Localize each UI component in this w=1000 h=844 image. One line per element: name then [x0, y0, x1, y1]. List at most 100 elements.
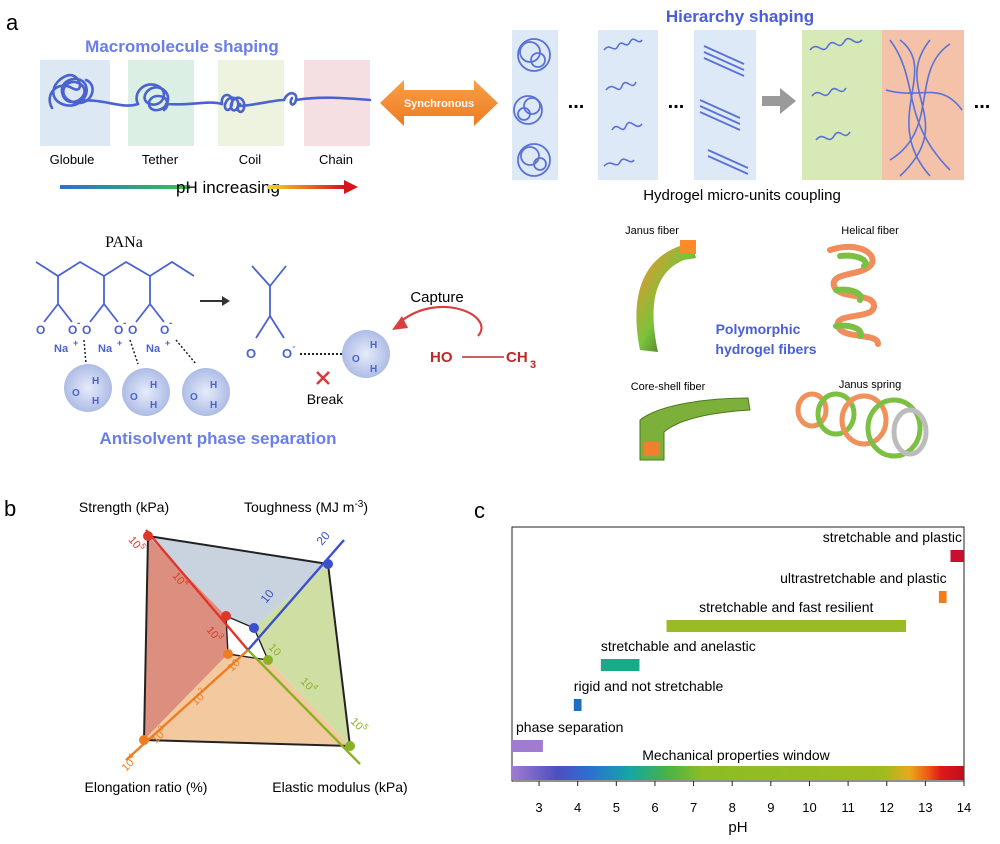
point-toughness-min	[249, 623, 259, 633]
x-tick-label: 5	[613, 800, 620, 815]
janus-spring-shape	[795, 391, 929, 459]
quadrant-elongation-modulus	[144, 654, 350, 746]
svg-text:O: O	[352, 354, 360, 365]
polymer-chain	[48, 73, 372, 114]
x-tick-label: 3	[535, 800, 542, 815]
point-elongation-min	[223, 649, 233, 659]
capture-arrow	[399, 305, 483, 337]
x-tick-label: 6	[651, 800, 658, 815]
point-strength-min	[221, 611, 231, 621]
strength-title: Strength (kPa)	[79, 499, 169, 515]
point-toughness-max	[323, 559, 333, 569]
helical-fiber-label: Helical fiber	[841, 225, 899, 237]
janus-fiber-label: Janus fiber	[625, 225, 679, 237]
mechanical-window-label: Mechanical properties window	[642, 747, 830, 763]
antisolvent-label: Antisolvent phase separation	[99, 429, 336, 448]
point-elongation-max	[139, 735, 149, 745]
ph-gradient-right	[268, 185, 344, 189]
na-ion: Na	[98, 343, 113, 355]
svg-text:H: H	[92, 376, 99, 387]
synchronous-label: Synchronous	[404, 98, 474, 110]
bar-label: stretchable and fast resilient	[699, 599, 873, 615]
capture-label: Capture	[410, 289, 463, 306]
axis-modulus	[247, 649, 361, 765]
minus-sign: -	[77, 318, 80, 329]
point-modulus-min	[263, 655, 273, 665]
x-tick-label: 8	[729, 800, 736, 815]
bar-label: stretchable and plastic	[823, 529, 962, 545]
na-ion: Na	[146, 343, 161, 355]
mechanical-window-bar	[512, 766, 964, 780]
stage-coil: Coil	[239, 152, 262, 167]
svg-text:104: 104	[118, 751, 141, 774]
modulus-title: Elastic modulus (kPa)	[272, 779, 407, 795]
x-tick-label: 13	[918, 800, 932, 815]
core-shell-shape	[639, 397, 751, 461]
chain-bundles	[699, 45, 749, 175]
pana-structure	[35, 260, 195, 323]
minus-sign: -	[123, 318, 126, 329]
pana-atoms: O O - O O - O O - Na + Na + Na +	[36, 318, 172, 355]
water-atoms: OHH OHH OHH	[72, 376, 217, 411]
break-label: Break	[307, 391, 345, 407]
svg-text:H: H	[150, 380, 157, 391]
na-ion: Na	[54, 343, 69, 355]
bar-phase-separation	[512, 740, 543, 752]
ellipsis-3: ...	[974, 91, 991, 113]
bar-label: rigid and not stretchable	[574, 678, 724, 694]
coupled-network	[809, 37, 963, 177]
hierarchy-title: Hierarchy shaping	[666, 7, 814, 26]
janus-fiber-tip	[680, 240, 696, 254]
bar-label: stretchable and anelastic	[601, 638, 756, 654]
janus-spring-label: Janus spring	[839, 379, 901, 391]
svg-text:H: H	[370, 364, 377, 375]
quadrant-strength-toughness	[148, 536, 328, 628]
x-tick-label: 14	[957, 800, 971, 815]
bar-label: ultrastretchable and plastic	[780, 570, 947, 586]
reaction-arrow	[200, 296, 230, 306]
water-molecules	[64, 364, 230, 416]
strength-ticks: 105 104 103	[126, 534, 227, 641]
x-tick-label: 12	[880, 800, 894, 815]
ph-gradient-left	[60, 185, 190, 189]
coil-units	[603, 38, 643, 167]
bar-ultrastretchable-and-plastic	[938, 591, 947, 603]
quadrant-strength-elongation	[144, 536, 228, 740]
captured-water	[342, 330, 390, 378]
svg-text:H: H	[150, 400, 157, 411]
core-shell-core	[644, 442, 660, 456]
ho-label: HO	[430, 349, 453, 366]
na-charge: +	[165, 338, 170, 348]
svg-text:20: 20	[314, 528, 334, 547]
bar-stretchable-and-fast-resilient	[666, 620, 907, 632]
coil-box	[218, 60, 284, 146]
ellipsis-1: ...	[568, 91, 585, 113]
product-minus: -	[292, 341, 296, 353]
polymorphic-label-1: Polymorphic	[716, 321, 801, 337]
point-modulus-max	[345, 741, 355, 751]
product-o: O	[246, 346, 256, 361]
svg-text:105: 105	[348, 714, 371, 737]
panel-b-letter: b	[4, 496, 16, 521]
product-o-minus: O	[282, 346, 292, 361]
axis-toughness	[247, 539, 345, 651]
hierarchy-unit-4	[802, 30, 882, 180]
coupling-arrow	[762, 88, 796, 114]
helical-fiber-shape	[827, 243, 881, 347]
core-shell-label: Core-shell fiber	[631, 381, 706, 393]
svg-text:O: O	[72, 388, 80, 399]
elongation-title: Elongation ratio (%)	[85, 779, 208, 795]
capture-arrow-head	[392, 316, 408, 330]
o-minus-atom: O	[114, 323, 123, 337]
polymorphic-label-2: hydrogel fibers	[715, 341, 816, 357]
axis-strength	[145, 529, 249, 651]
svg-text:H: H	[210, 380, 217, 391]
ph-arrow-head	[344, 180, 358, 194]
cross-icon	[316, 371, 330, 385]
bar-stretchable-and-plastic	[950, 550, 964, 562]
point-strength-max	[143, 531, 153, 541]
stage-globule: Globule	[50, 152, 95, 167]
ch3-label: CH	[506, 349, 528, 366]
